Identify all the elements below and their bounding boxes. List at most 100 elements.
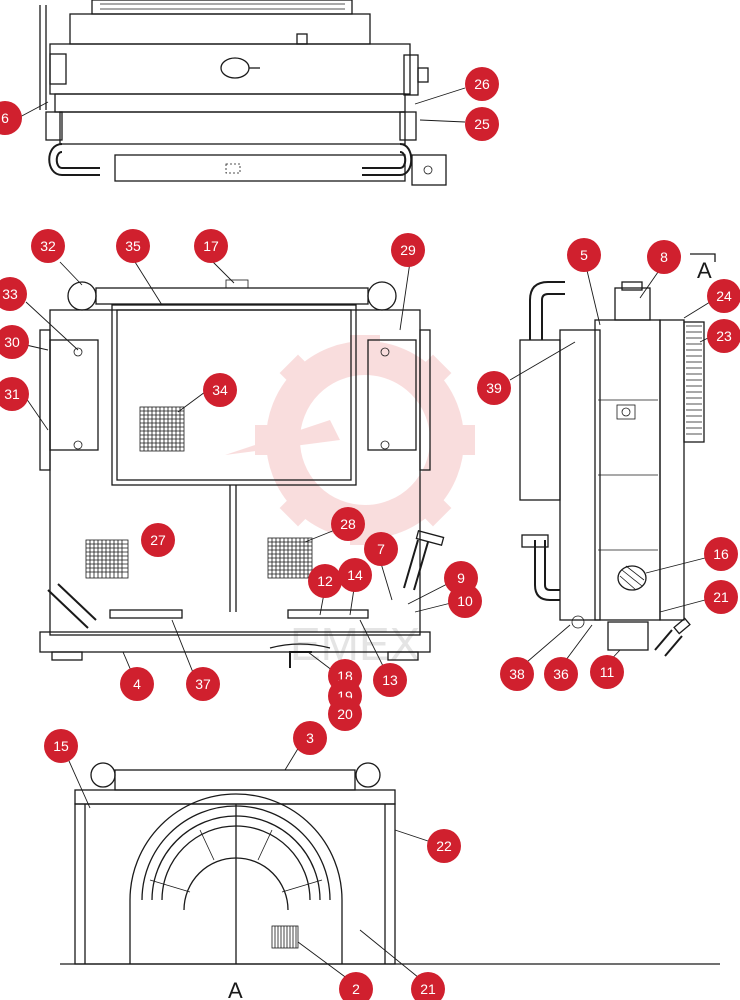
callout-31: 31 <box>0 377 29 411</box>
callout-circle <box>373 663 407 697</box>
callout-15: 15 <box>44 729 78 763</box>
callout-number: 8 <box>660 249 668 265</box>
mesh-grid-34 <box>139 406 185 452</box>
callout-circle <box>0 325 29 359</box>
callout-number: 5 <box>580 247 588 263</box>
callout-circle <box>331 507 365 541</box>
callout-circle <box>328 697 362 731</box>
callout-number: 12 <box>317 573 333 589</box>
front-view <box>39 279 445 668</box>
callout-number: 3 <box>306 730 314 746</box>
callout-circle <box>411 972 445 1000</box>
callout-number: 22 <box>436 838 452 854</box>
callout-11: 11 <box>590 655 624 689</box>
mesh-grid-27 <box>85 539 129 579</box>
callout-32: 32 <box>31 229 65 263</box>
callout-3: 3 <box>293 721 327 755</box>
callout-30: 30 <box>0 325 29 359</box>
callout-35: 35 <box>116 229 150 263</box>
callout-circle <box>544 657 578 691</box>
callout-circle <box>477 371 511 405</box>
callout-number: 4 <box>133 676 141 692</box>
callout-circle <box>186 667 220 701</box>
callout-circle <box>448 584 482 618</box>
callout-number: 27 <box>150 532 166 548</box>
callout-13: 13 <box>373 663 407 697</box>
callout-number: 2 <box>352 981 360 997</box>
callout-number: 14 <box>347 567 363 583</box>
callout-number: 15 <box>53 738 69 754</box>
callout-number: 31 <box>4 386 20 402</box>
callout-circle <box>203 373 237 407</box>
callout-number: 24 <box>716 288 732 304</box>
callout-circle <box>567 238 601 272</box>
callout-circle <box>308 564 342 598</box>
callout-number: 26 <box>474 76 490 92</box>
callout-number: 17 <box>203 238 219 254</box>
callout-number: 21 <box>420 981 436 997</box>
callout-29: 29 <box>391 233 425 267</box>
callout-circle <box>590 655 624 689</box>
callout-2: 2 <box>339 972 373 1000</box>
callout-number: 7 <box>377 541 385 557</box>
callout-number: 21 <box>713 589 729 605</box>
leader-lines <box>17 87 711 983</box>
callout-number: 33 <box>2 286 18 302</box>
callout-circle <box>339 972 373 1000</box>
callout-number: 13 <box>382 672 398 688</box>
callout-34: 34 <box>203 373 237 407</box>
callout-22: 22 <box>427 829 461 863</box>
callout-circle <box>364 532 398 566</box>
callout-number: 20 <box>337 706 353 722</box>
callout-39: 39 <box>477 371 511 405</box>
callout-number: 9 <box>457 570 465 586</box>
watermark: EMEX <box>225 335 475 670</box>
callout-circle <box>707 319 740 353</box>
callout-number: 30 <box>4 334 20 350</box>
callout-circle <box>707 279 740 313</box>
callout-20: 20 <box>328 697 362 731</box>
callout-6: 6 <box>0 101 22 135</box>
callout-21: 21 <box>411 972 445 1000</box>
callout-21: 21 <box>704 580 738 614</box>
callout-circle <box>391 233 425 267</box>
mesh-grid-2 <box>271 925 299 949</box>
callout-circle <box>500 657 534 691</box>
callout-16: 16 <box>704 537 738 571</box>
callout-number: 37 <box>195 676 211 692</box>
callout-circle <box>116 229 150 263</box>
callout-33: 33 <box>0 277 27 311</box>
callout-circle <box>194 229 228 263</box>
callout-number: 39 <box>486 380 502 396</box>
section-mark-label: A <box>697 258 712 283</box>
callout-number: 38 <box>509 666 525 682</box>
callout-number: 28 <box>340 516 356 532</box>
callout-37: 37 <box>186 667 220 701</box>
callout-24: 24 <box>707 279 740 313</box>
callout-circle <box>0 101 22 135</box>
callout-circle <box>31 229 65 263</box>
callout-25: 25 <box>465 107 499 141</box>
callout-10: 10 <box>448 584 482 618</box>
callout-23: 23 <box>707 319 740 353</box>
callout-14: 14 <box>338 558 372 592</box>
callout-circle <box>647 240 681 274</box>
callout-number: 16 <box>713 546 729 562</box>
callout-circle <box>465 67 499 101</box>
callout-number: 35 <box>125 238 141 254</box>
callout-circle <box>338 558 372 592</box>
gear-logo-icon <box>225 335 475 545</box>
callout-28: 28 <box>331 507 365 541</box>
callout-number: 32 <box>40 238 56 254</box>
callout-7: 7 <box>364 532 398 566</box>
callout-circle <box>293 721 327 755</box>
callout-number: 11 <box>600 664 615 680</box>
side-view: A <box>519 253 716 657</box>
mesh-grid-28 <box>267 537 313 579</box>
callout-circle <box>704 537 738 571</box>
callout-circle <box>465 107 499 141</box>
view-bottom-label: A <box>228 978 243 1000</box>
callout-circle <box>44 729 78 763</box>
